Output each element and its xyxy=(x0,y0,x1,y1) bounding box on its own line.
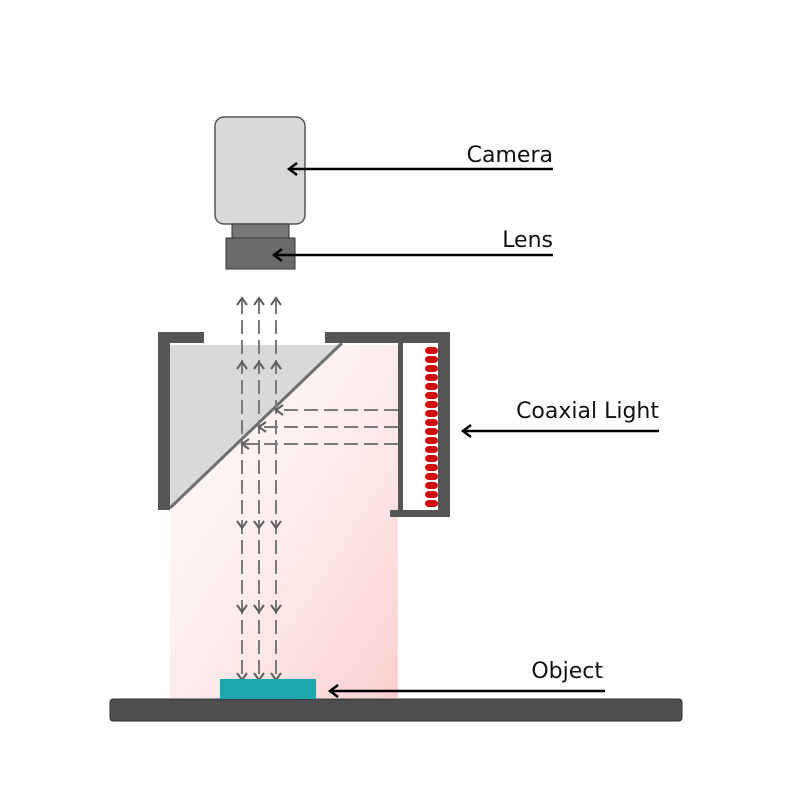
led-segment xyxy=(425,347,438,354)
led-segment xyxy=(425,383,438,390)
led-segment xyxy=(425,500,438,507)
ray-arrowhead xyxy=(270,360,282,370)
ray-arrowhead xyxy=(253,360,265,370)
lens-mount xyxy=(231,223,290,239)
ray-arrowhead xyxy=(236,520,248,530)
led-segment xyxy=(425,473,438,480)
ray-arrowhead xyxy=(270,520,282,530)
led-segment xyxy=(425,464,438,471)
camera-label: Camera xyxy=(467,143,553,168)
ray-arrowhead xyxy=(257,421,267,433)
ray-arrowhead xyxy=(240,438,250,450)
led-segment xyxy=(425,374,438,381)
lens-icon xyxy=(225,237,296,270)
ray-arrowhead xyxy=(236,360,248,370)
led-segment xyxy=(425,356,438,363)
led-segment xyxy=(425,410,438,417)
coaxial-light-label: Coaxial Light xyxy=(516,399,659,424)
ray-arrowhead xyxy=(274,404,284,416)
object-label: Object xyxy=(531,659,603,684)
led-segment xyxy=(425,437,438,444)
ray-arrowhead xyxy=(270,296,282,306)
stage-icon xyxy=(109,698,683,722)
ray-arrowhead xyxy=(236,296,248,306)
coaxial-light-icon xyxy=(425,347,438,507)
led-segment xyxy=(425,491,438,498)
ray-arrowhead xyxy=(253,604,265,614)
housing xyxy=(158,332,450,517)
led-segment xyxy=(425,428,438,435)
ray-arrowhead xyxy=(270,604,282,614)
ray-arrowhead xyxy=(236,604,248,614)
led-segment xyxy=(425,446,438,453)
led-segment xyxy=(425,455,438,462)
pointer-lines xyxy=(271,162,659,698)
led-segment xyxy=(425,482,438,489)
ray-arrowhead xyxy=(253,296,265,306)
lens-label: Lens xyxy=(502,228,553,253)
led-segment xyxy=(425,401,438,408)
ray-arrowhead xyxy=(253,520,265,530)
beam-splitter-edge xyxy=(168,341,344,510)
ray-arrowheads xyxy=(236,296,284,682)
led-segment xyxy=(425,392,438,399)
led-segment xyxy=(425,419,438,426)
led-segment xyxy=(425,365,438,372)
object-icon xyxy=(220,679,316,699)
